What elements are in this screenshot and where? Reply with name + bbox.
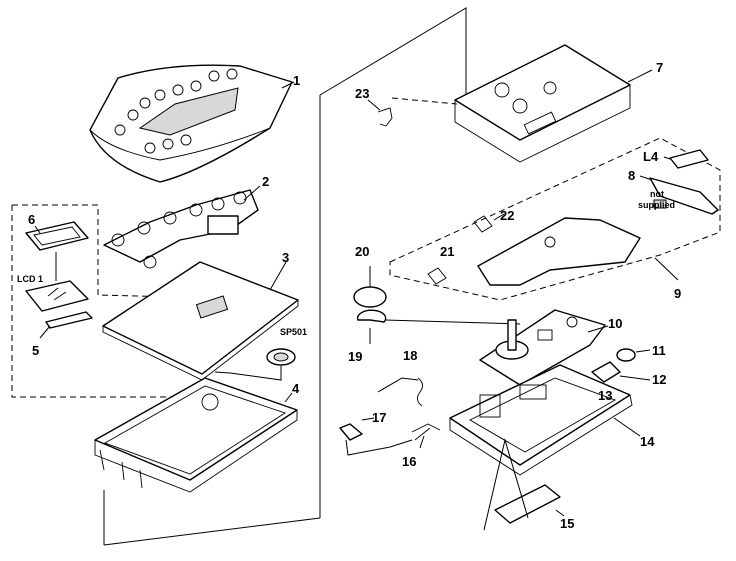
callout-14: 14 [640, 434, 655, 449]
callout-8: 8 [628, 168, 635, 183]
head-12-part [591, 361, 621, 383]
callout-5: 5 [32, 343, 39, 358]
callout-9: 9 [674, 286, 681, 301]
lcd-holder-part [25, 221, 89, 251]
sp501-label: SP501 [280, 327, 307, 337]
lever-16-part [411, 423, 441, 441]
callout-6: 6 [28, 212, 35, 227]
lcd-part [25, 280, 89, 312]
callout-7: 7 [656, 60, 663, 75]
cassette-compartment-part [454, 44, 631, 163]
bracket-8-part [649, 177, 719, 215]
spring-23-part [377, 107, 393, 127]
callout-12: 12 [652, 372, 666, 387]
speaker-part [266, 348, 296, 366]
callout-4: 4 [292, 381, 300, 396]
callout-10: 10 [608, 316, 622, 331]
callout-23: 23 [355, 86, 369, 101]
callout-1: 1 [293, 73, 300, 88]
lever-17-part [339, 423, 363, 441]
coil-l4-part [669, 149, 709, 169]
lcd-label: LCD 1 [17, 274, 43, 284]
tape-mechanism-part [479, 309, 606, 386]
not-supplied-label-line1: not [650, 189, 664, 199]
connector-part [45, 311, 93, 329]
callout-17: 17 [372, 410, 386, 425]
not-supplied-label-line2: supplied [638, 200, 675, 210]
callout-18: 18 [403, 348, 417, 363]
callout-13: 13 [598, 388, 612, 403]
switch-22-part [473, 215, 493, 233]
pinch-roller-11-part [616, 348, 636, 362]
callout-3: 3 [282, 250, 289, 265]
callout-19: 19 [348, 349, 362, 364]
spring-18-part [417, 377, 423, 407]
front-cover-part [89, 64, 293, 183]
callout-2: 2 [262, 174, 269, 189]
l4-label: L4 [643, 149, 659, 164]
chassis-part [449, 364, 633, 476]
assembly-boundary [103, 7, 467, 546]
rear-cabinet-part [94, 377, 298, 493]
main-board-part [102, 261, 299, 381]
callout-20: 20 [355, 244, 369, 259]
callout-21: 21 [440, 244, 454, 259]
callout-15: 15 [560, 516, 574, 531]
mechanism-board-part [477, 217, 641, 286]
callout-22: 22 [500, 208, 514, 223]
washer-19-part [356, 309, 387, 323]
callout-11: 11 [652, 343, 666, 358]
callout-16: 16 [402, 454, 416, 469]
pcb-15-part [494, 484, 561, 524]
disc-20-part [353, 286, 387, 308]
switch-21-part [427, 267, 447, 285]
key-board-part [103, 189, 259, 269]
